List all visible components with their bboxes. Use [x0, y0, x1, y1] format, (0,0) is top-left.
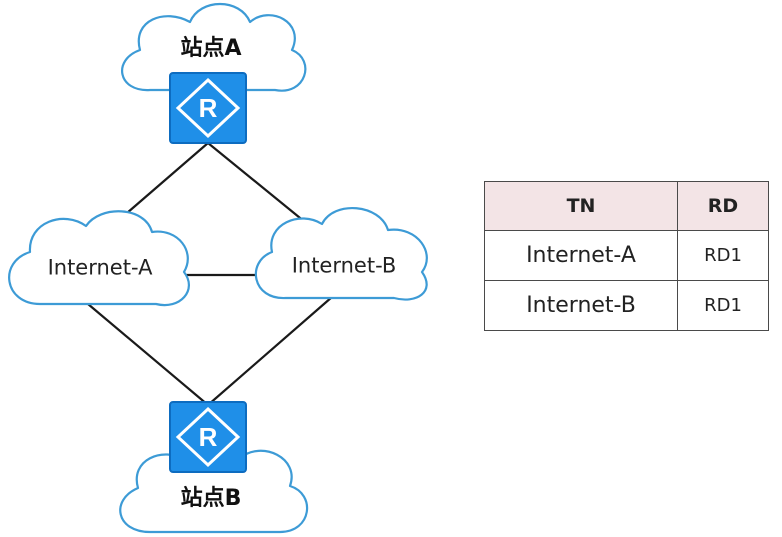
link-internetA-siteB [87, 303, 209, 406]
header-rd: RD [677, 181, 769, 231]
cell-tn: Internet-A [484, 230, 678, 281]
site-a-label: 站点A [180, 36, 242, 61]
tn-rd-table: TN RD Internet-A RD1 Internet-B RD1 [484, 181, 769, 331]
table-header-row: TN RD [484, 181, 769, 231]
cell-tn: Internet-B [484, 280, 678, 331]
svg-text:R: R [199, 422, 218, 452]
router-a-icon: R [169, 72, 247, 144]
cell-rd: RD1 [677, 230, 769, 281]
internet-b-cloud [254, 206, 428, 301]
internet-a-cloud [8, 210, 190, 307]
internet-a-label: Internet-A [47, 255, 153, 280]
site-a-cloud [121, 2, 307, 92]
link-internetB-siteB [207, 296, 333, 406]
table-row: Internet-A RD1 [484, 230, 769, 281]
cell-rd: RD1 [677, 280, 769, 331]
internet-b-label: Internet-B [291, 253, 397, 278]
svg-text:R: R [199, 93, 218, 123]
router-b-icon: R [169, 401, 247, 473]
site-b-label: 站点B [180, 486, 242, 511]
table-row: Internet-B RD1 [484, 280, 769, 331]
header-tn: TN [484, 181, 678, 231]
link-siteA-internetB [207, 142, 306, 223]
